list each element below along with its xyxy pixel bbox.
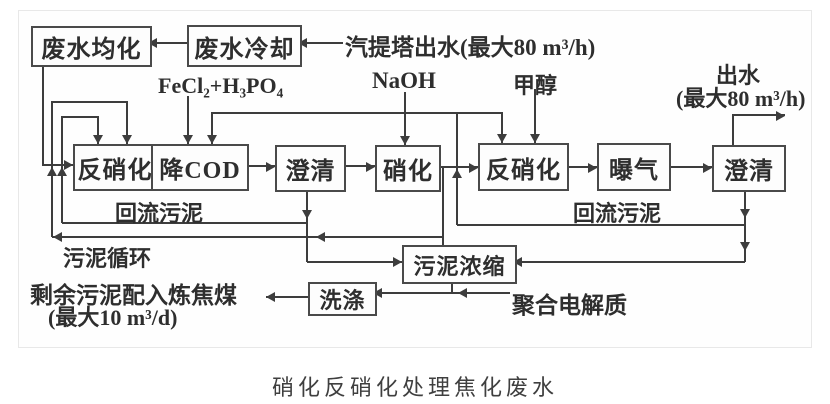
box-clarifier-2: 澄清	[712, 145, 786, 192]
box-nitrification-label: 硝化	[383, 159, 433, 185]
arrowhead-return-sludge-2-merge	[452, 169, 462, 178]
figure-caption: 硝化反硝化处理焦化废水	[271, 375, 558, 400]
line-recycle-into-cod	[211, 112, 213, 144]
line-fecl2-dosing	[187, 96, 189, 144]
arrowhead-into-washing	[373, 288, 382, 298]
box-clarifier-1: 澄清	[275, 145, 346, 192]
box-sludge-thickening: 污泥浓缩	[402, 245, 517, 284]
line-sludge-circulation	[52, 236, 443, 238]
arrowhead-into-clarifier-2	[703, 163, 712, 173]
arrowhead-sludge-circulation-mid	[316, 232, 325, 242]
methanol-label: 甲醇	[513, 73, 558, 98]
line-outer-recycle-drop	[126, 101, 128, 144]
box-aeration-label: 曝气	[609, 157, 659, 184]
sludge-circulation-label: 污泥循环	[63, 246, 152, 271]
arrowhead-recycle-into-denitrification-2	[497, 134, 507, 143]
box-aeration: 曝气	[597, 143, 671, 191]
arrowhead-clarifier-2-underflow-upper	[740, 209, 750, 218]
arrowhead-outer-recycle-into-denitrification-1	[122, 135, 132, 144]
effluent-label-line1: 出水	[715, 63, 760, 88]
box-denitrification-2: 反硝化	[478, 143, 569, 191]
line-influent-to-cooling	[298, 42, 343, 44]
line-feed-to-denitrification-1	[43, 164, 73, 166]
box-washing-label: 洗涤	[319, 288, 366, 313]
line-inner-recycle-top	[62, 116, 99, 118]
line-clarifier-1-to-thickener	[307, 261, 402, 263]
line-recycle-top-right	[212, 112, 503, 114]
line-clarifier-2-effluent-up	[732, 114, 734, 145]
line-cod-to-clarifier-1	[245, 165, 275, 167]
line-aeration-to-clarifier-2	[667, 166, 712, 168]
box-equalization: 废水均化	[31, 26, 152, 67]
arrowhead-clarifier-1-underflow	[302, 210, 312, 219]
arrowhead-effluent-out	[776, 111, 785, 121]
box-denitrification-2-label: 反硝化	[486, 157, 561, 184]
influent-label: 汽提塔出水(最大80 m³/h)	[345, 35, 596, 60]
line-inner-recycle-drop	[97, 116, 99, 144]
return-sludge-1-label: 回流污泥	[115, 201, 204, 226]
box-clarifier-1-label: 澄清	[285, 159, 336, 185]
line-clarifier-2-underflow	[744, 188, 746, 262]
box-clarifier-2-label: 澄清	[724, 159, 774, 185]
arrowhead-fecl2-into-cod	[183, 135, 193, 144]
line-clarifier-1-to-nitrification	[342, 165, 375, 167]
arrowhead-into-denitrification-2	[469, 163, 478, 173]
arrowhead-inner-recycle-into-denitrification-1	[93, 135, 103, 144]
line-outer-recycle-top	[52, 101, 128, 103]
arrowhead-sludge-circulation-end	[53, 232, 62, 242]
line-washing-to-excess-sludge	[266, 296, 308, 298]
fecl2-h3po4-label: FeCl₂+H₃PO₄	[158, 73, 284, 98]
line-return-sludge-2-riser	[456, 112, 458, 225]
arrowhead-polyelectrolyte-merge	[458, 288, 467, 298]
return-sludge-2-label: 回流污泥	[573, 201, 662, 226]
polyelectrolyte-label: 聚合电解质	[512, 293, 627, 318]
line-recycle-into-denitrification-2	[501, 112, 503, 143]
box-equalization-label: 废水均化	[41, 37, 142, 63]
line-cooling-to-equalization	[148, 42, 187, 44]
arrowhead-return-merge-left	[57, 167, 67, 176]
arrowhead-circulation-merge-left	[47, 167, 57, 176]
line-denitrification-2-to-aeration	[565, 166, 597, 168]
arrowhead-into-equalization	[148, 38, 157, 48]
line-equalization-down	[42, 63, 44, 166]
arrowhead-clarifier-2-underflow-lower	[740, 242, 750, 251]
arrowhead-naoh-into-nitrification	[400, 136, 410, 145]
arrowhead-into-thickener-left	[393, 257, 402, 267]
arrowhead-recycle-into-cod	[207, 135, 217, 144]
line-thickener-polyelectrolyte-to-washing	[373, 292, 510, 294]
line-effluent-out	[733, 114, 785, 116]
effluent-label-line2: (最大80 m³/h)	[676, 86, 806, 111]
box-nitrification: 硝化	[375, 145, 441, 192]
line-junction-to-thickener-top	[442, 166, 444, 245]
line-clarifier-1-underflow	[306, 188, 308, 262]
line-methanol-dosing	[534, 89, 536, 143]
box-washing: 洗涤	[308, 282, 377, 316]
line-return-sludge-1	[62, 222, 307, 224]
arrowhead-into-thickener-right	[513, 257, 522, 267]
box-cod-reduction-label: 降COD	[159, 158, 241, 184]
arrowhead-into-nitrification	[366, 162, 375, 172]
line-return-sludge-2	[457, 224, 745, 226]
box-denitrification-1: 反硝化	[73, 144, 157, 191]
box-sludge-thickening-label: 污泥浓缩	[413, 253, 506, 279]
arrowhead-into-denitrification-1-left	[64, 160, 73, 170]
box-cooling: 废水冷却	[187, 25, 302, 67]
box-denitrification-1-label: 反硝化	[77, 158, 153, 184]
naoh-label: NaOH	[372, 68, 436, 93]
arrowhead-methanol-into-denitrification-2	[530, 134, 540, 143]
arrowhead-to-excess-sludge	[266, 292, 275, 302]
arrowhead-into-cooling	[298, 38, 307, 48]
excess-sludge-label-line1: 剩余污泥配入炼焦煤	[30, 283, 237, 308]
line-naoh-dosing	[404, 92, 406, 145]
arrowhead-into-clarifier-1	[266, 162, 275, 172]
box-cod-reduction: 降COD	[151, 144, 249, 191]
line-thickener-underflow	[451, 280, 453, 293]
excess-sludge-label-line2: (最大10 m³/d)	[48, 305, 178, 330]
box-cooling-label: 废水冷却	[194, 36, 295, 63]
arrowhead-into-aeration	[588, 163, 597, 173]
line-clarifier-2-to-thickener	[513, 261, 745, 263]
